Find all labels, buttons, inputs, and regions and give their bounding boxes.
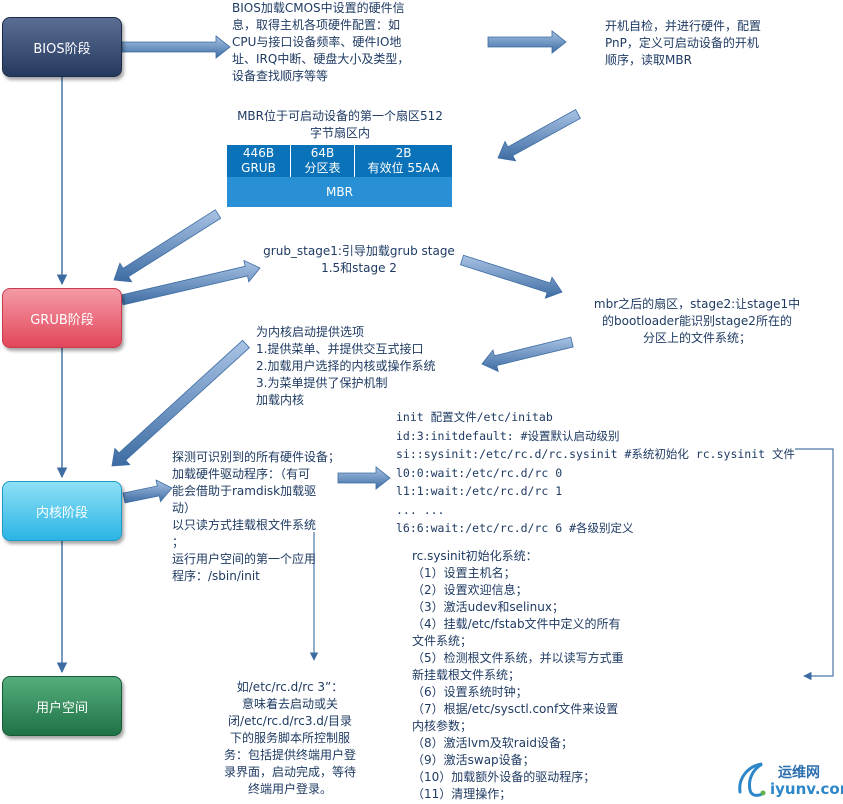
arrow-stage1-to-stage2 bbox=[459, 254, 563, 299]
stage-kernel: 内核阶段 bbox=[2, 481, 122, 541]
connector-sysinit-rc bbox=[795, 448, 834, 681]
kernel-info: 探测可识别到的所有硬件设备；加载硬件驱动程序：（有可能会借助于ramdisk加载… bbox=[172, 450, 341, 583]
arrow-bios-to-info bbox=[121, 35, 231, 59]
arrow-info-to-inittab bbox=[337, 466, 391, 490]
arrow-menu-to-kernel bbox=[111, 339, 250, 467]
stage-user: 用户空间 bbox=[2, 676, 122, 736]
stage-grub: GRUB阶段 bbox=[2, 288, 122, 348]
stage-bios-label: BIOS阶段 bbox=[33, 41, 91, 57]
watermark-bottom: iyunv.com bbox=[770, 780, 843, 798]
block-arrows bbox=[111, 30, 581, 504]
watermark-swirl-icon bbox=[738, 762, 766, 797]
arrow-info-to-post bbox=[487, 30, 567, 54]
arrow-post-to-mbr bbox=[497, 109, 581, 162]
arrow-kernel-to-info bbox=[122, 479, 173, 504]
mbr-footer: MBR bbox=[227, 177, 452, 207]
stage-grub-label: GRUB阶段 bbox=[30, 312, 94, 328]
watermark-top: 运维网 bbox=[778, 765, 820, 781]
stage-bios: BIOS阶段 bbox=[2, 17, 122, 77]
stage2-info: mbr之后的扇区，stage2:让stage1中的bootloader能识别st… bbox=[593, 297, 801, 345]
rc3-info: 如/etc/rc.d/rc 3”：意味着去启动或关闭/etc/rc.d/rc3.… bbox=[223, 680, 356, 796]
rcsysinit-info: rc.sysinit初始化系统：（1）设置主机名；（2）设置欢迎信息；（3）激活… bbox=[412, 549, 624, 801]
stage-kernel-label: 内核阶段 bbox=[35, 505, 88, 521]
stage-user-label: 用户空间 bbox=[35, 700, 88, 716]
arrow-grub-to-stage1 bbox=[120, 259, 261, 306]
arrow-stage2-to-menu bbox=[481, 336, 574, 373]
arrow-mbr-to-grub bbox=[113, 209, 222, 283]
watermark-logo: 运维网 iyunv.com bbox=[736, 760, 843, 800]
